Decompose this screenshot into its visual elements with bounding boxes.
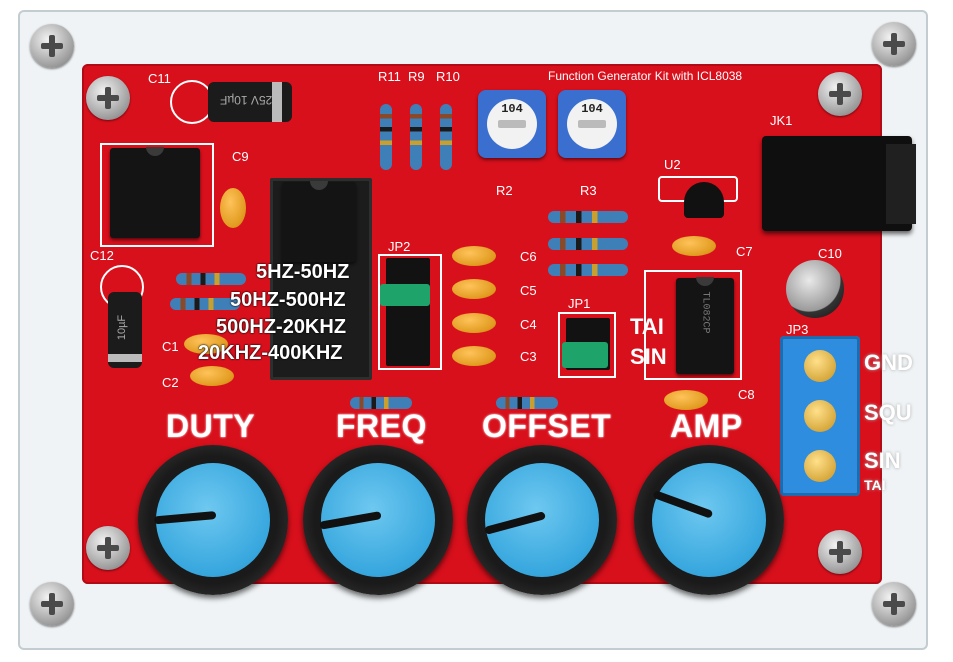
- offset-knob[interactable]: [467, 445, 617, 595]
- label-c1: C1: [162, 339, 179, 354]
- resistor-r10: [440, 104, 452, 170]
- range-jumper[interactable]: [380, 284, 430, 306]
- amp-knob[interactable]: [634, 445, 784, 595]
- label-c9: C9: [232, 149, 249, 164]
- label-jp3: JP3: [786, 322, 809, 337]
- capacitor-c6: [452, 246, 496, 266]
- screw-icon: [872, 582, 916, 626]
- terminal-label-squ: SQU: [864, 400, 912, 425]
- label-c10: C10: [818, 246, 842, 261]
- capacitor-c9: [220, 188, 246, 228]
- screw-icon: [872, 22, 916, 66]
- jp2-outline: [378, 254, 442, 370]
- resistor: [170, 298, 240, 310]
- knob-label-duty: DUTY: [166, 408, 256, 444]
- regulator-u2: [684, 182, 724, 218]
- terminal-screw[interactable]: [804, 400, 836, 432]
- resistor-r9: [410, 104, 422, 170]
- label-r9: R9: [408, 69, 425, 84]
- resistor: [496, 397, 558, 409]
- label-c5: C5: [520, 283, 537, 298]
- u3-outline: [644, 270, 742, 380]
- label-c2: C2: [162, 375, 179, 390]
- screw-icon: [818, 530, 862, 574]
- screw-icon: [86, 526, 130, 570]
- board-title: Function Generator Kit with ICL8038: [548, 69, 743, 83]
- label-c3: C3: [520, 349, 537, 364]
- screw-icon: [30, 582, 74, 626]
- label-tai: TAI: [630, 314, 664, 339]
- label-u2: U2: [664, 157, 681, 172]
- range-label: 20KHZ-400KHZ: [198, 342, 343, 364]
- knob-label-offset: OFFSET: [482, 408, 612, 444]
- chip-tl082: TL082CP: [676, 277, 734, 374]
- capacitor-c12: 10µF: [108, 292, 142, 368]
- knob-label-freq: FREQ: [336, 408, 427, 444]
- label-c4: C4: [520, 317, 537, 332]
- label-c11: C11: [148, 71, 171, 86]
- range-label: 500HZ-20KHZ: [216, 316, 347, 338]
- c12-marking: 10µF: [116, 314, 129, 341]
- capacitor-c5: [452, 279, 496, 299]
- screw-icon: [86, 76, 130, 120]
- terminal-screw[interactable]: [804, 450, 836, 482]
- dc-jack[interactable]: [762, 136, 916, 231]
- freq-knob[interactable]: [303, 445, 453, 595]
- label-c12: C12: [90, 248, 114, 263]
- range-header-jp2: [386, 258, 430, 366]
- label-r2: R2: [496, 183, 513, 198]
- label-c6: C6: [520, 249, 537, 264]
- label-r3: R3: [580, 183, 597, 198]
- label-jk1: JK1: [770, 113, 793, 128]
- wave-jumper[interactable]: [562, 342, 608, 368]
- capacitor-c2: [190, 366, 234, 386]
- capacitor-c1: [184, 334, 228, 354]
- knob-label-amp: AMP: [670, 408, 743, 444]
- screw-icon: [818, 72, 862, 116]
- output-terminal[interactable]: [780, 336, 860, 496]
- label-jp2: JP2: [388, 239, 411, 254]
- resistor-r11: [380, 104, 392, 170]
- capacitor-c3: [452, 346, 496, 366]
- c11-marking: 25V 10µF: [220, 93, 273, 107]
- label-jp1: JP1: [568, 296, 591, 311]
- u1-outline: [100, 143, 214, 247]
- capacitor-c10: [786, 260, 844, 318]
- range-label: 5HZ-50HZ: [256, 261, 350, 283]
- terminal-label-sin: SIN: [864, 448, 901, 473]
- resistor: [350, 397, 412, 409]
- terminal-label-gnd: GND: [864, 350, 913, 375]
- capacitor-c11: 25V 10µF: [208, 82, 292, 122]
- chip-marking: TL082CP: [699, 291, 711, 334]
- duty-knob[interactable]: [138, 445, 288, 595]
- range-label: 50HZ-500HZ: [230, 289, 346, 311]
- resistor: [548, 264, 628, 276]
- resistor: [548, 238, 628, 250]
- label-sin: SIN: [630, 344, 667, 369]
- screw-icon: [30, 24, 74, 68]
- trimmer-r2[interactable]: 104: [478, 90, 546, 158]
- terminal-label-tai: TAI: [864, 477, 886, 493]
- label-c7: C7: [736, 244, 753, 259]
- trimmer-r3[interactable]: 104: [558, 90, 626, 158]
- resistor: [548, 211, 628, 223]
- label-c8: C8: [738, 387, 755, 402]
- terminal-screw[interactable]: [804, 350, 836, 382]
- chip-icl8038: [282, 181, 356, 262]
- chip-u1: [110, 147, 200, 238]
- capacitor-c7: [672, 236, 716, 256]
- capacitor-c4: [452, 313, 496, 333]
- jp1-outline: [558, 312, 616, 378]
- resistor: [176, 273, 246, 285]
- label-r11: R11: [378, 69, 401, 84]
- capacitor-c8: [664, 390, 708, 410]
- label-r10: R10: [436, 69, 460, 84]
